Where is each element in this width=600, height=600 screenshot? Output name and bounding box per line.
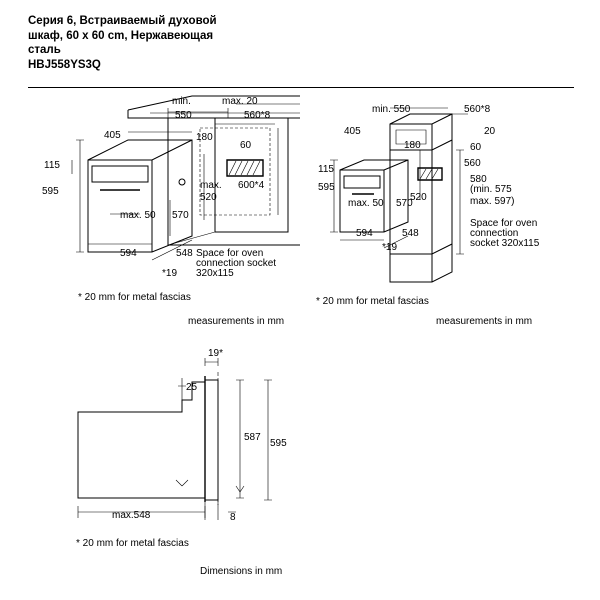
title-line: сталь xyxy=(28,44,61,56)
dimension-label: 405 xyxy=(104,130,121,141)
installation-drawing-under-counter: min. 550 max. 20 560*8 405 180 60 115 595 max.520… xyxy=(42,95,300,327)
fascia-footnote: * 20 mm for metal fascias xyxy=(78,292,191,303)
dimension-label: 560*8 xyxy=(244,110,271,121)
section-line-art xyxy=(77,358,272,520)
dimension-label: *19 xyxy=(382,242,397,253)
title-line: Серия 6, Встраиваемый духовой xyxy=(28,15,217,27)
dimension-label: 560 xyxy=(464,158,481,169)
dimension-label: 594 xyxy=(120,248,137,259)
units-caption: Dimensions in mm xyxy=(200,566,282,577)
dimension-label: Space for oven xyxy=(196,248,263,259)
dimension-label: 25 xyxy=(186,382,198,393)
units-caption: measurements in mm xyxy=(188,316,284,327)
dimension-label: 60 xyxy=(240,140,252,151)
dimension-label: 550 xyxy=(175,110,192,121)
title-line: шкаф, 60 x 60 cm, Нержавеющая xyxy=(28,29,214,42)
dimension-label: 570 xyxy=(396,198,413,209)
dimension-label: 600*4 xyxy=(238,180,265,191)
dimension-label: max. 50 xyxy=(120,210,156,221)
oven-line-art xyxy=(71,95,300,261)
header-divider xyxy=(28,87,574,88)
dimension-label: min. xyxy=(172,96,191,107)
dimension-label: connection xyxy=(470,228,518,239)
dimension-label: max. 597) xyxy=(470,196,514,207)
dimension-label: max.548 xyxy=(112,510,151,521)
dimension-label: 580 xyxy=(470,174,487,185)
dimension-label: 20 xyxy=(484,126,496,137)
dimension-label: 560*8 xyxy=(464,104,491,115)
side-section-drawing: 19* 25 587 595 max.548 8 * 20 mm for metal fas… xyxy=(76,348,287,577)
dimension-label: 548 xyxy=(402,228,419,239)
dimension-label: 520 xyxy=(410,192,427,203)
dimension-label: Space for oven xyxy=(470,218,537,229)
dimension-label: 180 xyxy=(196,132,213,143)
dimension-label: max. xyxy=(200,180,222,191)
dimension-label: 595 xyxy=(270,438,287,449)
dimension-label: 570 xyxy=(172,210,189,221)
units-caption: measurements in mm xyxy=(436,316,532,327)
dimension-label: 180 xyxy=(404,140,421,151)
dimension-label: 19* xyxy=(208,348,223,359)
dimension-label: 595 xyxy=(318,182,335,193)
model-code: HBJ558YS3Q xyxy=(28,58,101,71)
dimension-label: 520 xyxy=(200,192,217,203)
fascia-footnote: * 20 mm for metal fascias xyxy=(316,296,429,307)
dimension-label: max. 20 xyxy=(222,96,258,107)
dimension-label: 587 xyxy=(244,432,261,443)
dimension-label: connection socket xyxy=(196,258,276,269)
dimension-label: 548 xyxy=(176,248,193,259)
dimension-label: socket 320x115 xyxy=(470,238,540,249)
dimension-label: 115 xyxy=(318,164,334,175)
dimension-label: 320x115 xyxy=(196,268,234,279)
dimension-label: max. 50 xyxy=(348,198,384,209)
dimension-label: 405 xyxy=(344,126,361,137)
dimension-label: 595 xyxy=(42,186,59,197)
dimension-label: *19 xyxy=(162,268,177,279)
dimension-label: min. 550 xyxy=(372,104,411,115)
dimension-label: 60 xyxy=(470,142,482,153)
fascia-footnote: * 20 mm for metal fascias xyxy=(76,538,189,549)
dimension-label: (min. 575 xyxy=(470,184,512,195)
dimension-label: 8 xyxy=(230,512,236,523)
product-header: Серия 6, Встраиваемый духовой шкаф, 60 x… xyxy=(28,14,298,72)
dimension-label: 594 xyxy=(356,228,373,239)
oven-line-art xyxy=(330,107,468,283)
installation-drawing-tall-unit: min. 550 560*8 20 405 180 60 115 595 560 max. 50 5… xyxy=(316,104,540,327)
dimension-label: 115 xyxy=(44,160,60,171)
